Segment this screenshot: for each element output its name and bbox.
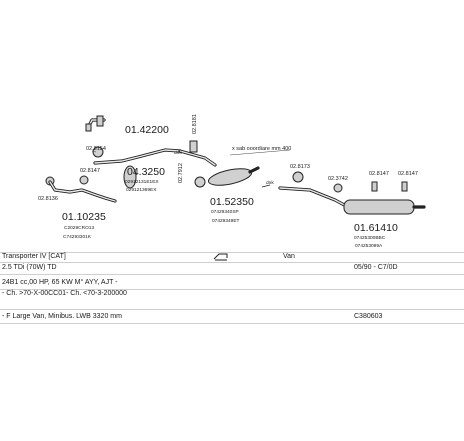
body-type: Van	[283, 253, 295, 260]
label-01-10235: 01.10235	[62, 211, 106, 223]
part-clamp-8181[interactable]	[189, 140, 198, 153]
exhaust-diagram: 01.42200 04.3250 02912131E1EX 029121369E…	[38, 114, 426, 249]
part-clamp-7912[interactable]	[194, 176, 206, 188]
part-hanger-8147b[interactable]	[371, 181, 378, 192]
part-rear-pipe[interactable]	[278, 186, 350, 209]
rule	[0, 289, 464, 290]
label-02-3742: 02.3742	[328, 176, 348, 182]
part-rear-muffler[interactable]	[343, 199, 426, 215]
engine: 2.5 TDi (70W) TD	[2, 264, 57, 271]
arrow-label-left: dnk	[174, 150, 182, 156]
part-clamp-8154[interactable]	[92, 146, 104, 158]
label-04-3250-ref1: 02912131E1EX	[125, 179, 159, 185]
label-04-3250-ref2: 029121369EX	[126, 187, 157, 193]
rule	[0, 323, 464, 324]
label-04-3250: 04.3250	[127, 166, 165, 178]
part-pipe-bend-top[interactable]	[85, 115, 106, 132]
part-clamp-8173[interactable]	[292, 171, 304, 183]
label-01-10235-ref2: C74293301K	[63, 234, 92, 240]
label-01-42200: 01.42200	[125, 124, 169, 136]
label-02-8147a: 02.8147	[80, 168, 100, 174]
label-01-61410-ref2: 074253099A	[355, 243, 383, 249]
part-hanger-3742[interactable]	[333, 183, 343, 193]
vehicle-type: - F Large Van, Minibus. LWB 3320 mm	[2, 313, 122, 320]
part-hanger-8147c[interactable]	[401, 181, 408, 192]
label-02-8181: 02.8181	[192, 114, 198, 134]
engine-code: 24B1 cc,00 HP, 65 KW M° AYY, AJT -	[2, 279, 118, 286]
label-01-52350-ref2: 07429349ET	[212, 218, 240, 224]
label-01-52350-ref1: 07429340SP	[211, 209, 239, 215]
rule	[0, 274, 464, 275]
label-02-7912: 02.7912	[178, 163, 184, 183]
part-front-downpipe[interactable]	[93, 148, 182, 189]
rule	[0, 309, 464, 310]
cut-note: x sab ooordiare mm 400	[232, 146, 291, 152]
label-01-61410-ref1: 07425300BBC	[354, 235, 386, 241]
label-01-52350: 01.52350	[210, 196, 254, 208]
label-02-8173: 02.8173	[290, 164, 310, 170]
label-02-8147c: 02.8147	[398, 171, 418, 177]
part-front-pipe[interactable]	[48, 180, 117, 203]
part-center-muffler[interactable]	[178, 149, 260, 188]
vehicle-model: Transporter IV [CAT]	[2, 253, 66, 260]
part-clamp-8147a[interactable]	[79, 175, 89, 185]
label-02-8147b: 02.8147	[369, 171, 389, 177]
label-02-8154: 02.8154	[86, 146, 106, 152]
rule	[0, 252, 464, 253]
label-02-8136: 02.8136	[38, 196, 58, 202]
rule	[0, 262, 464, 263]
label-01-61410: 01.61410	[354, 222, 398, 234]
arrow-mark	[261, 184, 271, 188]
label-01-10235-ref1: C2029CRO13	[64, 225, 94, 231]
production-period: 05/90 - C7/0D	[354, 264, 398, 271]
catalog-ref: C380603	[354, 313, 383, 320]
arrow-label-right: dnk	[266, 180, 274, 186]
steering-icon	[213, 253, 229, 264]
chassis-range: - Ch. >70-X-00CC01- Ch. <70-3-200000	[2, 290, 127, 297]
